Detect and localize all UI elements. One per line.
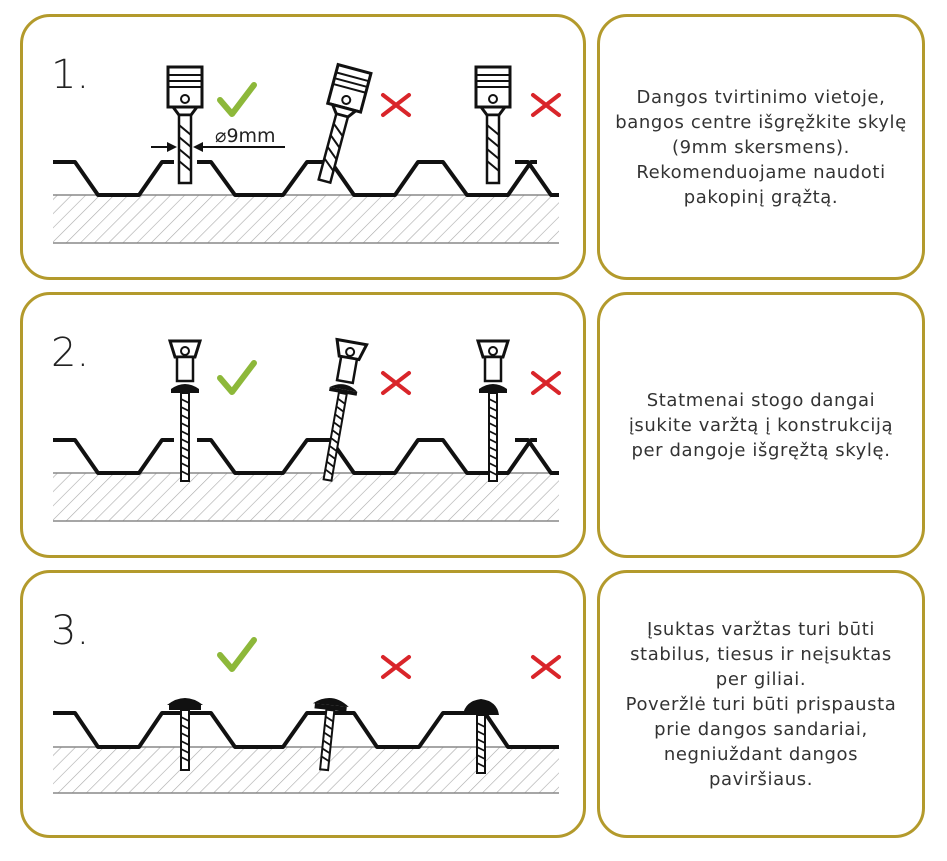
substrate-hatching <box>53 195 559 243</box>
step-number: 3. <box>51 608 90 654</box>
step-3-instruction-line: Įsuktas varžtas turi būti stabilus, ties… <box>630 618 892 690</box>
cross-mark-icon <box>381 371 411 395</box>
diameter-label: ⌀9mm <box>215 125 276 147</box>
step-number: 1. <box>51 52 90 98</box>
cross-mark-icon <box>381 655 411 679</box>
cross-mark-icon <box>531 371 561 395</box>
drilling-diagram: ⌀9mm <box>53 62 561 244</box>
tightened-screw-tilted <box>312 698 349 772</box>
roof-sheet-profile <box>53 160 174 197</box>
substrate-hatching <box>53 473 559 521</box>
check-mark-icon <box>217 637 257 672</box>
screw-offcenter <box>475 339 511 482</box>
step-3-instruction-line: Poveržlė turi būti prispausta prie dango… <box>625 693 897 790</box>
cross-mark-icon <box>531 93 561 117</box>
screwing-diagram <box>53 337 561 522</box>
step-1-diagram-panel: 1. <box>20 14 586 280</box>
diameter-dimension: ⌀9mm <box>151 125 285 152</box>
tightening-diagram <box>53 637 561 794</box>
step-drill-bit-correct <box>166 65 204 185</box>
check-mark-icon <box>217 82 257 117</box>
check-mark-icon <box>217 360 257 395</box>
tightened-screw-overtight <box>463 699 499 774</box>
tightened-screw-correct <box>167 698 203 771</box>
step-number: 2. <box>51 330 90 376</box>
step-2-diagram-panel: 2. <box>20 292 586 558</box>
step-drill-bit-tilted <box>317 62 373 185</box>
step-3-diagram-panel: 3. <box>20 570 586 838</box>
cross-mark-icon <box>381 93 411 117</box>
step-1-text-panel: Dangos tvirtinimo vietoje, bangos centre… <box>597 14 925 280</box>
screw-correct <box>167 339 203 482</box>
cross-mark-icon <box>531 655 561 679</box>
step-drill-bit-offcenter <box>474 65 512 185</box>
step-3-text-panel: Įsuktas varžtas turi būti stabilus, ties… <box>597 570 925 838</box>
step-1-instruction: Dangos tvirtinimo vietoje, bangos centre… <box>615 86 907 208</box>
screw-tilted <box>322 337 369 482</box>
substrate-hatching <box>53 747 559 793</box>
step-2-text-panel: Statmenai stogo dangai įsukite varžtą į … <box>597 292 925 558</box>
step-2-instruction: Statmenai stogo dangai įsukite varžtą į … <box>628 389 894 461</box>
step-3-instruction: Įsuktas varžtas turi būti stabilus, ties… <box>614 617 908 792</box>
roof-sheet-profile <box>53 438 174 475</box>
